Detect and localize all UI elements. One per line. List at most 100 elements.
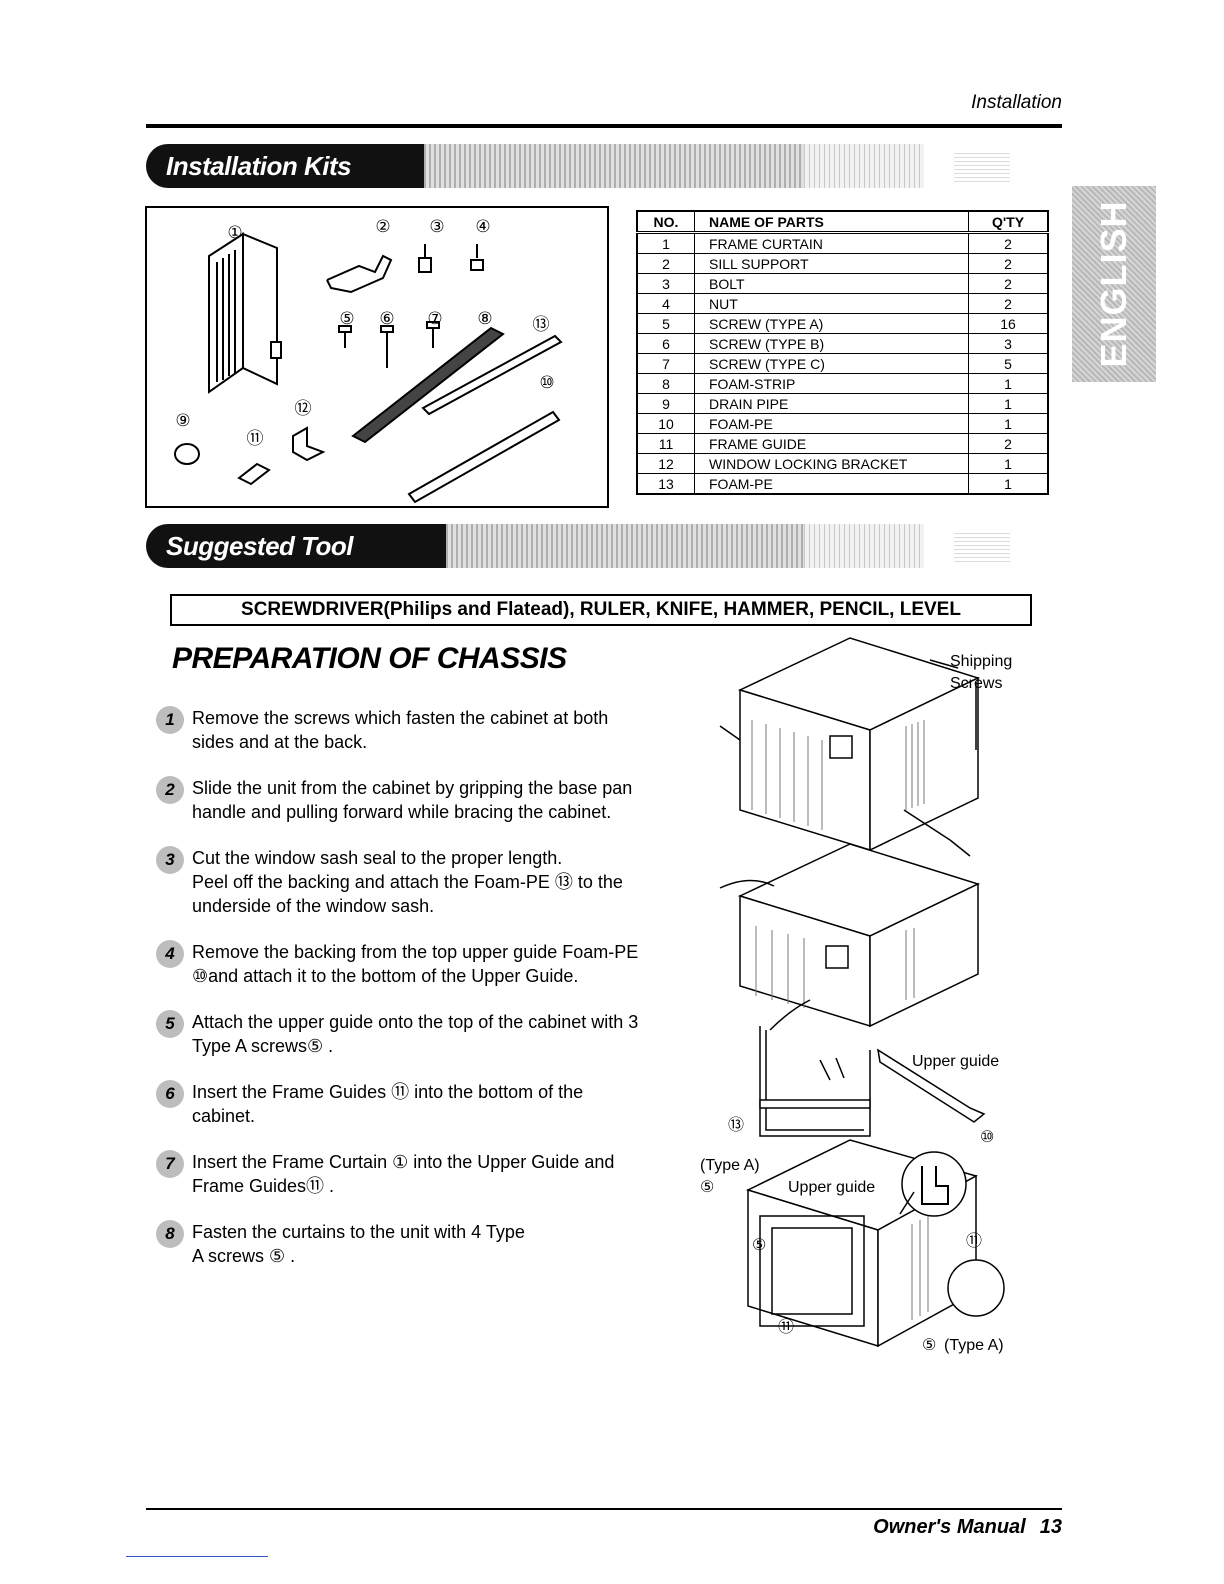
callout: ⑤ — [752, 1237, 766, 1254]
step-number-badge: 8 — [156, 1220, 184, 1248]
cell-qty: 16 — [968, 313, 1049, 334]
label-screws: Screws — [950, 675, 1002, 692]
cell-name: NUT — [694, 293, 969, 314]
tools-banner: Suggested Tool Requirements — [146, 524, 1016, 605]
callout: ⑪ — [966, 1232, 982, 1250]
label-upper-guide: Upper guide — [788, 1179, 875, 1196]
banner-fade — [804, 524, 924, 568]
cell-name: SCREW (TYPE C) — [694, 353, 969, 374]
step-text: Fasten the curtains to the unit with 4 T… — [192, 1222, 525, 1266]
step-number-badge: 3 — [156, 846, 184, 874]
kits-banner-title: Installation Kits Contents — [146, 144, 424, 225]
banner-ghost-icon — [954, 150, 1010, 182]
footer-rule — [146, 1508, 1062, 1510]
table-header-row: NO. NAME OF PARTS Q'TY — [636, 210, 1049, 234]
step-text: Attach the upper guide onto the top of t… — [192, 1012, 639, 1056]
banner-fade — [446, 524, 804, 568]
chassis-illustrations: Shipping Screws Upper guide (Type A) Upp… — [700, 637, 1012, 1354]
cell-no: 13 — [636, 473, 695, 495]
cell-no: 1 — [636, 232, 695, 254]
step-number-badge: 2 — [156, 776, 184, 804]
cell-name: FOAM-STRIP — [694, 373, 969, 394]
cell-no: 12 — [636, 453, 695, 474]
cell-qty: 1 — [968, 373, 1049, 394]
link-underline — [126, 1556, 268, 1557]
step-text: Insert the Frame Guides ⑪ into the botto… — [192, 1082, 584, 1126]
list-item: 3 Cut the window sash seal to the proper … — [150, 846, 680, 918]
cell-qty: 1 — [968, 413, 1049, 434]
list-item: 6 Insert the Frame Guides ⑪ into the bott… — [150, 1080, 680, 1128]
cell-name: FOAM-PE — [694, 473, 969, 495]
cell-qty: 2 — [968, 433, 1049, 454]
banner-ghost-icon — [954, 530, 1010, 562]
cell-qty: 1 — [968, 453, 1049, 474]
cell-name: SILL SUPPORT — [694, 253, 969, 274]
cell-no: 10 — [636, 413, 695, 434]
list-item: 7 Insert the Frame Curtain ① into the Upp… — [150, 1150, 680, 1198]
callout: ① — [227, 223, 242, 243]
callout: ⑩ — [539, 373, 554, 393]
cell-qty: 2 — [968, 273, 1049, 294]
language-tab: ENGLISH — [1072, 186, 1156, 382]
callout: ⑬ — [728, 1116, 744, 1134]
list-item: 2 Slide the unit from the cabinet by grip… — [150, 776, 680, 824]
step-number-badge: 1 — [156, 706, 184, 734]
callout: ⑨ — [175, 411, 190, 431]
step-text: Slide the unit from the cabinet by gripp… — [192, 778, 633, 822]
cell-qty: 2 — [968, 253, 1049, 274]
banner-fade — [804, 144, 924, 188]
footer-title: Owner's Manual — [873, 1516, 1026, 1538]
cell-qty: 3 — [968, 333, 1049, 354]
tools-banner-title: Suggested Tool Requirements — [146, 524, 446, 605]
step-number-badge: 7 — [156, 1150, 184, 1178]
col-name: NAME OF PARTS — [694, 210, 969, 234]
callout: ⑧ — [477, 309, 492, 329]
callout: ⑤ — [339, 309, 354, 329]
cell-no: 4 — [636, 293, 695, 314]
header-rule — [146, 124, 1062, 128]
cell-qty: 1 — [968, 473, 1049, 495]
step-text: Cut the window sash seal to the proper l… — [192, 848, 623, 916]
cell-name: FRAME GUIDE — [694, 433, 969, 454]
cell-no: 5 — [636, 313, 695, 334]
col-no: NO. — [636, 210, 695, 234]
callout: ⑪ — [247, 429, 264, 449]
step-number-badge: 6 — [156, 1080, 184, 1108]
kits-banner: Installation Kits Contents — [146, 144, 1016, 225]
step-text: Remove the backing from the top upper gu… — [192, 942, 639, 986]
page-number: 13 — [1039, 1516, 1062, 1538]
cell-no: 6 — [636, 333, 695, 354]
step-text: Insert the Frame Curtain ① into the Uppe… — [192, 1152, 615, 1196]
callout: ⑬ — [533, 315, 550, 335]
language-tab-label: ENGLISH — [1093, 200, 1134, 368]
cell-qty: 1 — [968, 393, 1049, 414]
callout: ④ — [475, 217, 490, 237]
cell-no: 3 — [636, 273, 695, 294]
banner-fade — [424, 144, 804, 188]
frame-curtain-shape — [208, 232, 244, 394]
list-item: 4 Remove the backing from the top upper g… — [150, 940, 680, 988]
cell-qty: 2 — [968, 232, 1049, 254]
tools-list: SCREWDRIVER(Philips and Flatead), RULER,… — [170, 594, 1032, 626]
callout: ⑦ — [427, 309, 442, 329]
cell-name: SCREW (TYPE A) — [694, 313, 969, 334]
callout: ⑤ — [700, 1179, 714, 1196]
running-header: Installation — [971, 92, 1062, 113]
callout: ⑫ — [295, 399, 312, 419]
step-number-badge: 4 — [156, 940, 184, 968]
list-item: 8 Fasten the curtains to the unit with 4 … — [150, 1220, 680, 1268]
cell-no: 2 — [636, 253, 695, 274]
